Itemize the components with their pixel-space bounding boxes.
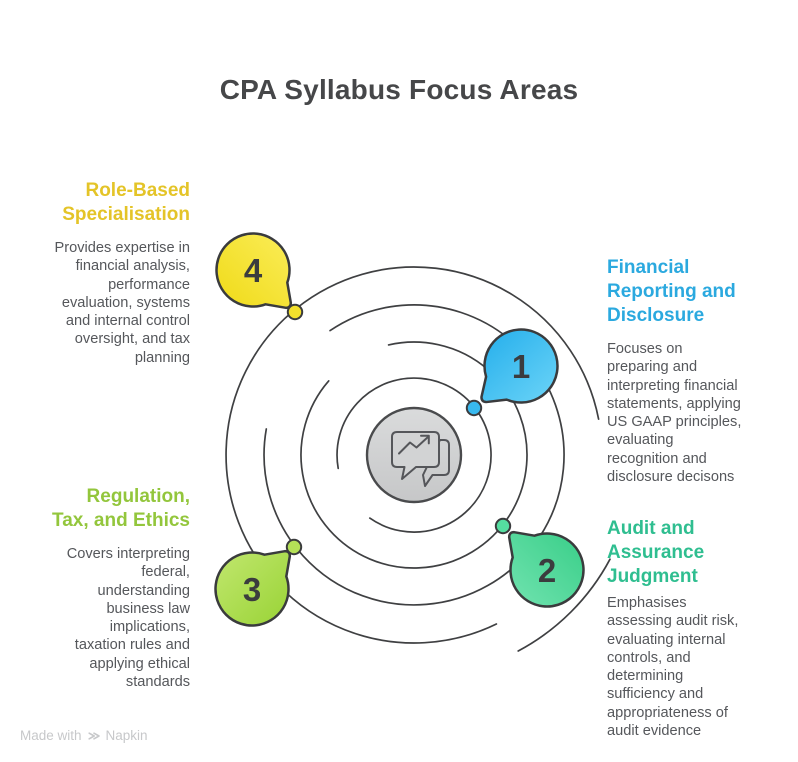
section-role-based-heading: Role-Based Specialisation <box>62 180 190 225</box>
step-dot-1 <box>465 399 483 417</box>
watermark-brand: Napkin <box>105 728 148 743</box>
section-audit-assurance: Audit and Assurance Judgment Emphasises … <box>607 517 777 740</box>
orbit-arc-4 <box>225 266 600 644</box>
step-number-3: 3 <box>243 571 261 608</box>
watermark: Made with Napkin <box>20 728 148 743</box>
step-bubbles <box>214 232 585 627</box>
step-number-2: 2 <box>538 552 556 589</box>
section-role-based-description: Provides expertise in financial analysis… <box>54 240 190 366</box>
step-number-4: 4 <box>244 252 263 289</box>
step-dot-3 <box>285 538 303 556</box>
page-title: CPA Syllabus Focus Areas <box>219 74 579 105</box>
section-regulation-tax-ethics-description: Covers interpreting federal, understandi… <box>66 546 190 691</box>
watermark-made-with: Made with <box>20 728 82 743</box>
section-financial-reporting-description: Focuses on preparing and interpreting fi… <box>607 341 742 486</box>
step-bubble-2 <box>507 530 585 608</box>
section-financial-reporting: Financial Reporting and Disclosure Focus… <box>607 256 777 486</box>
step-dot-2 <box>494 517 512 535</box>
chat-trend-icon <box>391 431 450 487</box>
step-bubble-3 <box>214 549 292 627</box>
section-financial-reporting-heading: Financial Reporting and Disclosure <box>607 257 736 326</box>
step-number-1: 1 <box>512 348 530 385</box>
step-dot-4 <box>286 303 304 321</box>
napkin-logo-icon <box>87 731 100 740</box>
section-regulation-tax-ethics-heading: Regulation, Tax, and Ethics <box>52 486 190 531</box>
section-audit-assurance-heading: Audit and Assurance Judgment <box>607 518 705 587</box>
step-numbers: 1 2 3 4 <box>243 252 556 608</box>
step-bubble-1 <box>480 328 559 404</box>
section-role-based: Role-Based Specialisation Provides exper… <box>20 179 190 367</box>
step-bubble-4 <box>215 232 293 310</box>
orbit-dots <box>285 303 512 556</box>
section-audit-assurance-description: Emphasises assessing audit risk, evaluat… <box>607 595 739 740</box>
orbit-arc-outer-partial <box>517 558 611 652</box>
center-hub <box>365 406 463 504</box>
section-regulation-tax-ethics: Regulation, Tax, and Ethics Covers inter… <box>20 485 190 691</box>
